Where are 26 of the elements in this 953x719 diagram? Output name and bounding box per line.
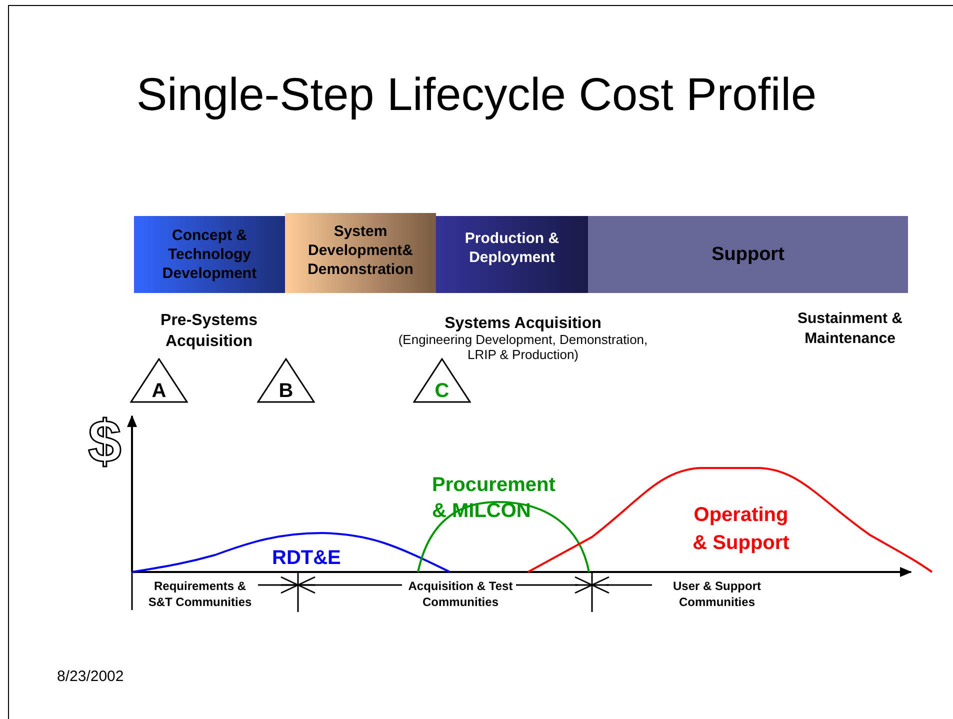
phase-name: Production & Deployment	[464, 228, 560, 266]
community-label: Acquisition & Test Communities	[408, 578, 513, 610]
milestone-letter: C	[434, 381, 450, 401]
phase-name: System Development& Demonstration	[306, 222, 414, 278]
phase-box	[588, 216, 908, 293]
phase-box	[134, 216, 285, 293]
phase-name: Concept & Technology Development	[161, 226, 258, 283]
milestone-triangle	[130, 358, 188, 403]
community-label: User & Support Communities	[672, 578, 762, 610]
phase-group-label: Pre-Systems Acquisition	[160, 311, 258, 352]
phase-group-label: Sustainment & Maintenance	[796, 309, 904, 349]
community-label: Requirements & S&T Communities	[147, 578, 253, 610]
phase-box	[285, 213, 436, 293]
phase-group-note: (Engineering Development, Demonstration, LRIP & Production)	[397, 332, 649, 362]
cost-curve-label: RDT&E	[272, 546, 341, 571]
milestone-letter: A	[152, 381, 166, 401]
phase-box	[436, 216, 588, 293]
date-label: 8/23/2002	[57, 667, 124, 687]
cost-curve-label: Operating & Support	[692, 503, 790, 556]
milestone-triangle	[257, 358, 315, 403]
phase-group-label: Systems Acquisition	[444, 314, 602, 334]
dollar-sign: $	[88, 412, 122, 472]
slide-title: Single-Step Lifecycle Cost Profile	[135, 67, 818, 122]
milestone-letter: B	[278, 381, 294, 401]
phase-name: Support	[712, 245, 784, 264]
milestone-triangle	[413, 358, 471, 403]
